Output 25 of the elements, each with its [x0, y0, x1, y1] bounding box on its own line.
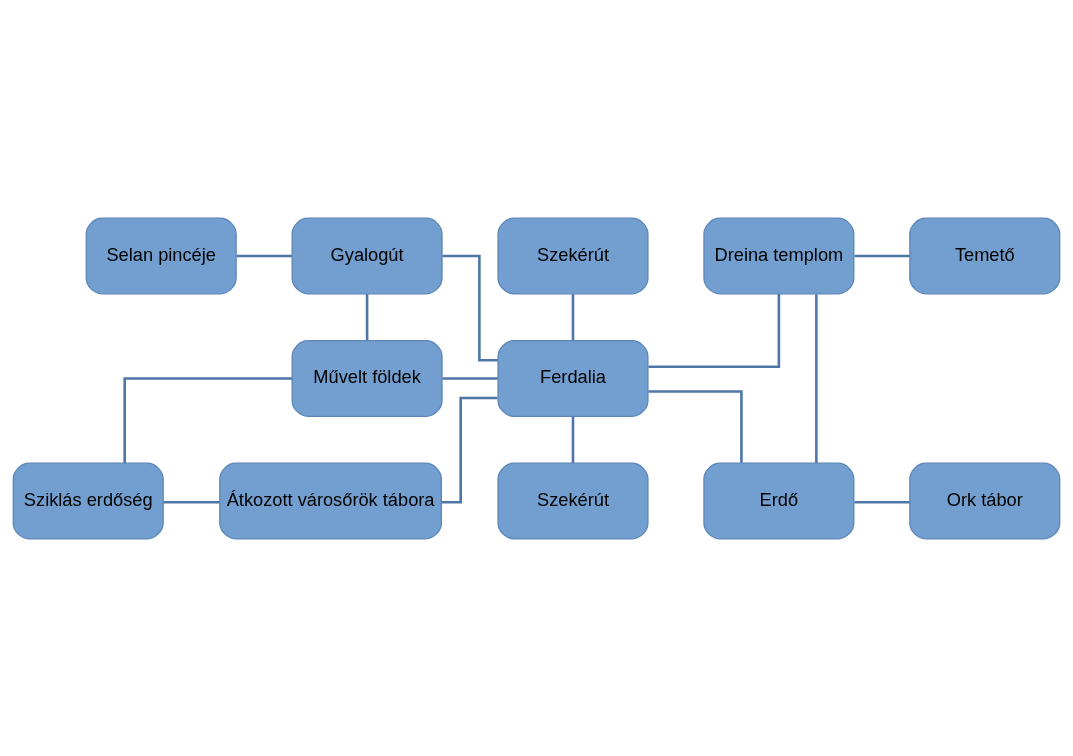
node-box: Szekérút	[497, 217, 649, 294]
connector	[648, 293, 781, 368]
node-box: Szekérút	[497, 462, 649, 539]
connector	[854, 500, 910, 504]
node-box: Temető	[909, 217, 1061, 294]
connector	[854, 254, 910, 257]
node-box: Ferdalia	[497, 339, 649, 417]
connector	[571, 416, 575, 463]
connector	[365, 293, 369, 340]
node-box: Ork tábor	[909, 462, 1061, 539]
node-box: Selan pincéje	[85, 217, 237, 294]
node-box: Gyalogút	[291, 217, 443, 294]
node-box: Átkozott városőrök tábora	[219, 462, 442, 539]
connector	[648, 389, 743, 463]
connector	[442, 254, 498, 362]
node-box: Sziklás erdőség	[12, 462, 164, 539]
connector	[236, 254, 292, 257]
connector	[123, 376, 293, 463]
node-box: Dreina templom	[703, 217, 855, 294]
node-box: Művelt földek	[291, 339, 443, 417]
connector	[815, 293, 818, 463]
connector	[442, 376, 498, 380]
node-box: Erdő	[703, 462, 855, 539]
connector	[571, 293, 575, 340]
connector	[163, 500, 220, 504]
